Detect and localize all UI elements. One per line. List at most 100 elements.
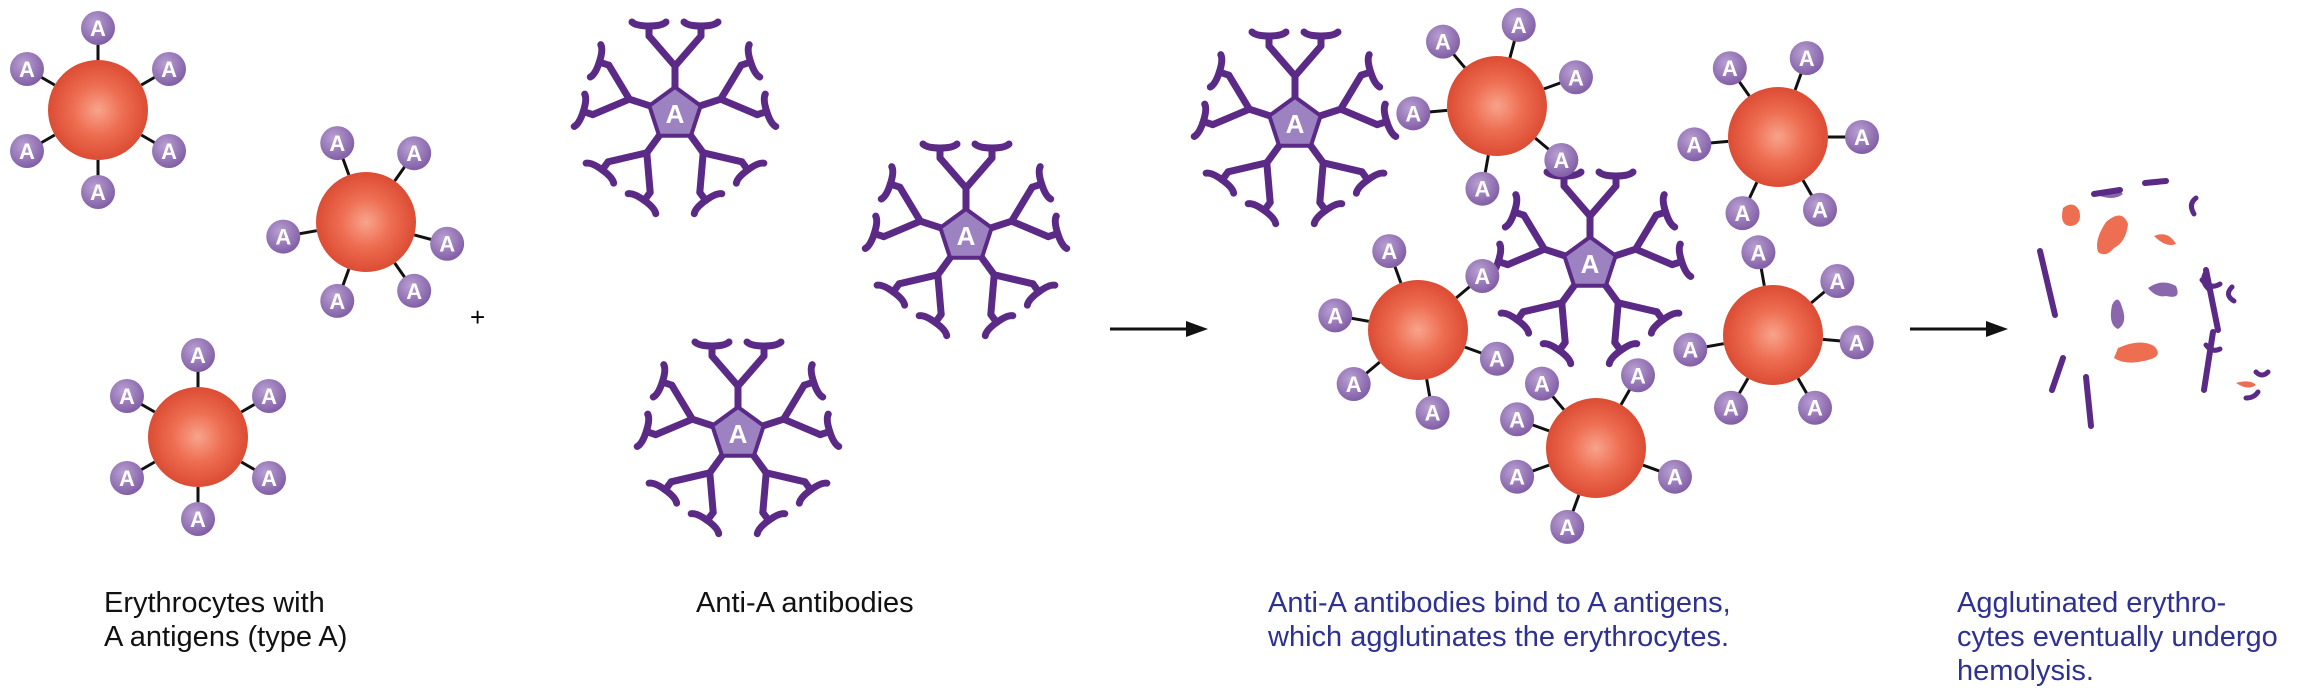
- antibody-fragment: [2049, 355, 2066, 393]
- antigen-label: A: [90, 180, 106, 205]
- antigen-label: A: [1723, 396, 1739, 421]
- antigen-label: A: [1854, 125, 1870, 150]
- antigen-label: A: [1568, 65, 1584, 90]
- antigen-label: A: [1474, 264, 1490, 289]
- caption-line: Agglutinated erythro-: [1957, 587, 2227, 619]
- antibody-core: [646, 84, 704, 138]
- antigen-label: A: [1630, 363, 1646, 388]
- a-antigen: A: [9, 134, 44, 168]
- a-antigen: A: [1741, 235, 1776, 270]
- a-antigen: A: [397, 273, 432, 308]
- antigen-label: A: [190, 343, 206, 368]
- antigen-label: A: [1425, 401, 1441, 426]
- caption-line: Erythrocytes with: [104, 587, 325, 619]
- antigen-label: A: [1682, 338, 1698, 363]
- a-antigen: A: [1525, 366, 1560, 401]
- antibody-core: [1266, 94, 1324, 148]
- antibody-fragment: [2201, 270, 2212, 292]
- caption-binding: Anti-A antibodies bind to A antigens, wh…: [1268, 586, 1731, 654]
- anti-a-antibody: A: [570, 18, 780, 218]
- antigen-label: A: [1474, 177, 1490, 202]
- a-antigen: A: [152, 134, 187, 168]
- a-antigen: A: [1657, 459, 1692, 494]
- antigen-label: A: [1849, 330, 1865, 355]
- a-antigen: A: [1820, 264, 1855, 299]
- antigen-label: A: [161, 57, 177, 82]
- a-antigen: A: [1714, 390, 1748, 425]
- antibody-core-label: A: [729, 419, 748, 449]
- a-antigen: A: [1839, 325, 1874, 360]
- a-antigen: A: [109, 461, 144, 495]
- a-antigen: A: [1550, 509, 1585, 544]
- antigen-label: A: [1509, 465, 1525, 490]
- a-antigen: A: [1501, 7, 1536, 42]
- antigen-label: A: [19, 57, 35, 82]
- antibody-core-label: A: [1286, 109, 1305, 139]
- anti-a-antibody: A: [1485, 168, 1695, 368]
- reaction-arrow: [1910, 321, 2008, 337]
- antibody-fragment: [2203, 267, 2221, 333]
- antigen-label: A: [275, 225, 291, 250]
- a-antigen: A: [1479, 341, 1514, 376]
- a-antigen: A: [320, 283, 355, 318]
- antigen-label: A: [1327, 303, 1343, 328]
- antigen-label: A: [1511, 13, 1527, 38]
- antigen-label: A: [1435, 30, 1451, 55]
- a-antigen: A: [1673, 332, 1708, 367]
- antibody-fragment: [2203, 342, 2223, 353]
- a-antigen: A: [9, 52, 44, 86]
- plus-sign: +: [470, 302, 486, 332]
- antibody-fragment: [2083, 374, 2094, 429]
- a-antigen: A: [1712, 51, 1747, 86]
- cell-fragment: [2154, 234, 2176, 245]
- cell-fragment: [2114, 342, 2158, 363]
- antigen-label: A: [1559, 515, 1575, 540]
- arrow-layer: [1110, 321, 2008, 337]
- cell-layer: [48, 56, 1828, 498]
- antigen-label: A: [1750, 240, 1766, 265]
- a-antigen: A: [1544, 142, 1579, 177]
- antigen-label: A: [1346, 372, 1362, 397]
- a-antigen: A: [1621, 358, 1655, 393]
- a-antigen: A: [152, 52, 187, 86]
- antibody-core: [1561, 234, 1619, 288]
- antigen-label: A: [19, 139, 35, 164]
- a-antigen: A: [1372, 234, 1407, 269]
- a-antigen: A: [1396, 96, 1431, 131]
- a-antigen: A: [1318, 298, 1353, 333]
- antigen-label: A: [1722, 56, 1738, 81]
- a-antigen: A: [1500, 459, 1535, 494]
- antibody-fragment: [2110, 299, 2125, 329]
- antigen-label: A: [1812, 198, 1828, 223]
- erythrocyte: [1447, 56, 1547, 156]
- caption-line: hemolysis.: [1957, 655, 2094, 687]
- antibody-fragment: [2142, 178, 2169, 186]
- antigen-label: A: [261, 384, 277, 409]
- caption-line: Anti-A antibodies bind to A antigens,: [1268, 587, 1731, 619]
- a-antigen: A: [252, 379, 287, 413]
- antibody-fragment: [2243, 389, 2261, 401]
- antibody-fragment: [2037, 248, 2058, 318]
- a-antigen: A: [81, 11, 115, 45]
- antigen-layer: A A A A A A A A A A A A A A A A A A A A A A A A A A A A A A A A A A A A A A A A…: [9, 7, 1879, 544]
- a-antigen: A: [181, 338, 215, 372]
- antigen-label: A: [1799, 46, 1815, 71]
- antigen-label: A: [119, 466, 135, 491]
- antibody-fragment: [2148, 282, 2178, 297]
- antigen-label: A: [1553, 148, 1569, 173]
- antigen-label: A: [329, 289, 345, 314]
- antibody-fragment: [2253, 369, 2271, 378]
- anti-a-antibody: A: [633, 338, 843, 538]
- antigen-label: A: [190, 507, 206, 532]
- caption-antibodies: Anti-A antibodies: [696, 586, 914, 620]
- erythrocyte: [1728, 87, 1828, 187]
- erythrocyte: [148, 387, 248, 487]
- erythrocyte: [1546, 398, 1646, 498]
- antibody-core-label: A: [1581, 249, 1600, 279]
- antigen-label: A: [406, 141, 422, 166]
- caption-hemolysis: Agglutinated erythro- cytes eventually u…: [1957, 586, 2278, 688]
- antibody-fragment: [2188, 195, 2199, 217]
- a-antigen: A: [1426, 24, 1461, 59]
- caption-line: Anti-A antibodies: [696, 587, 914, 619]
